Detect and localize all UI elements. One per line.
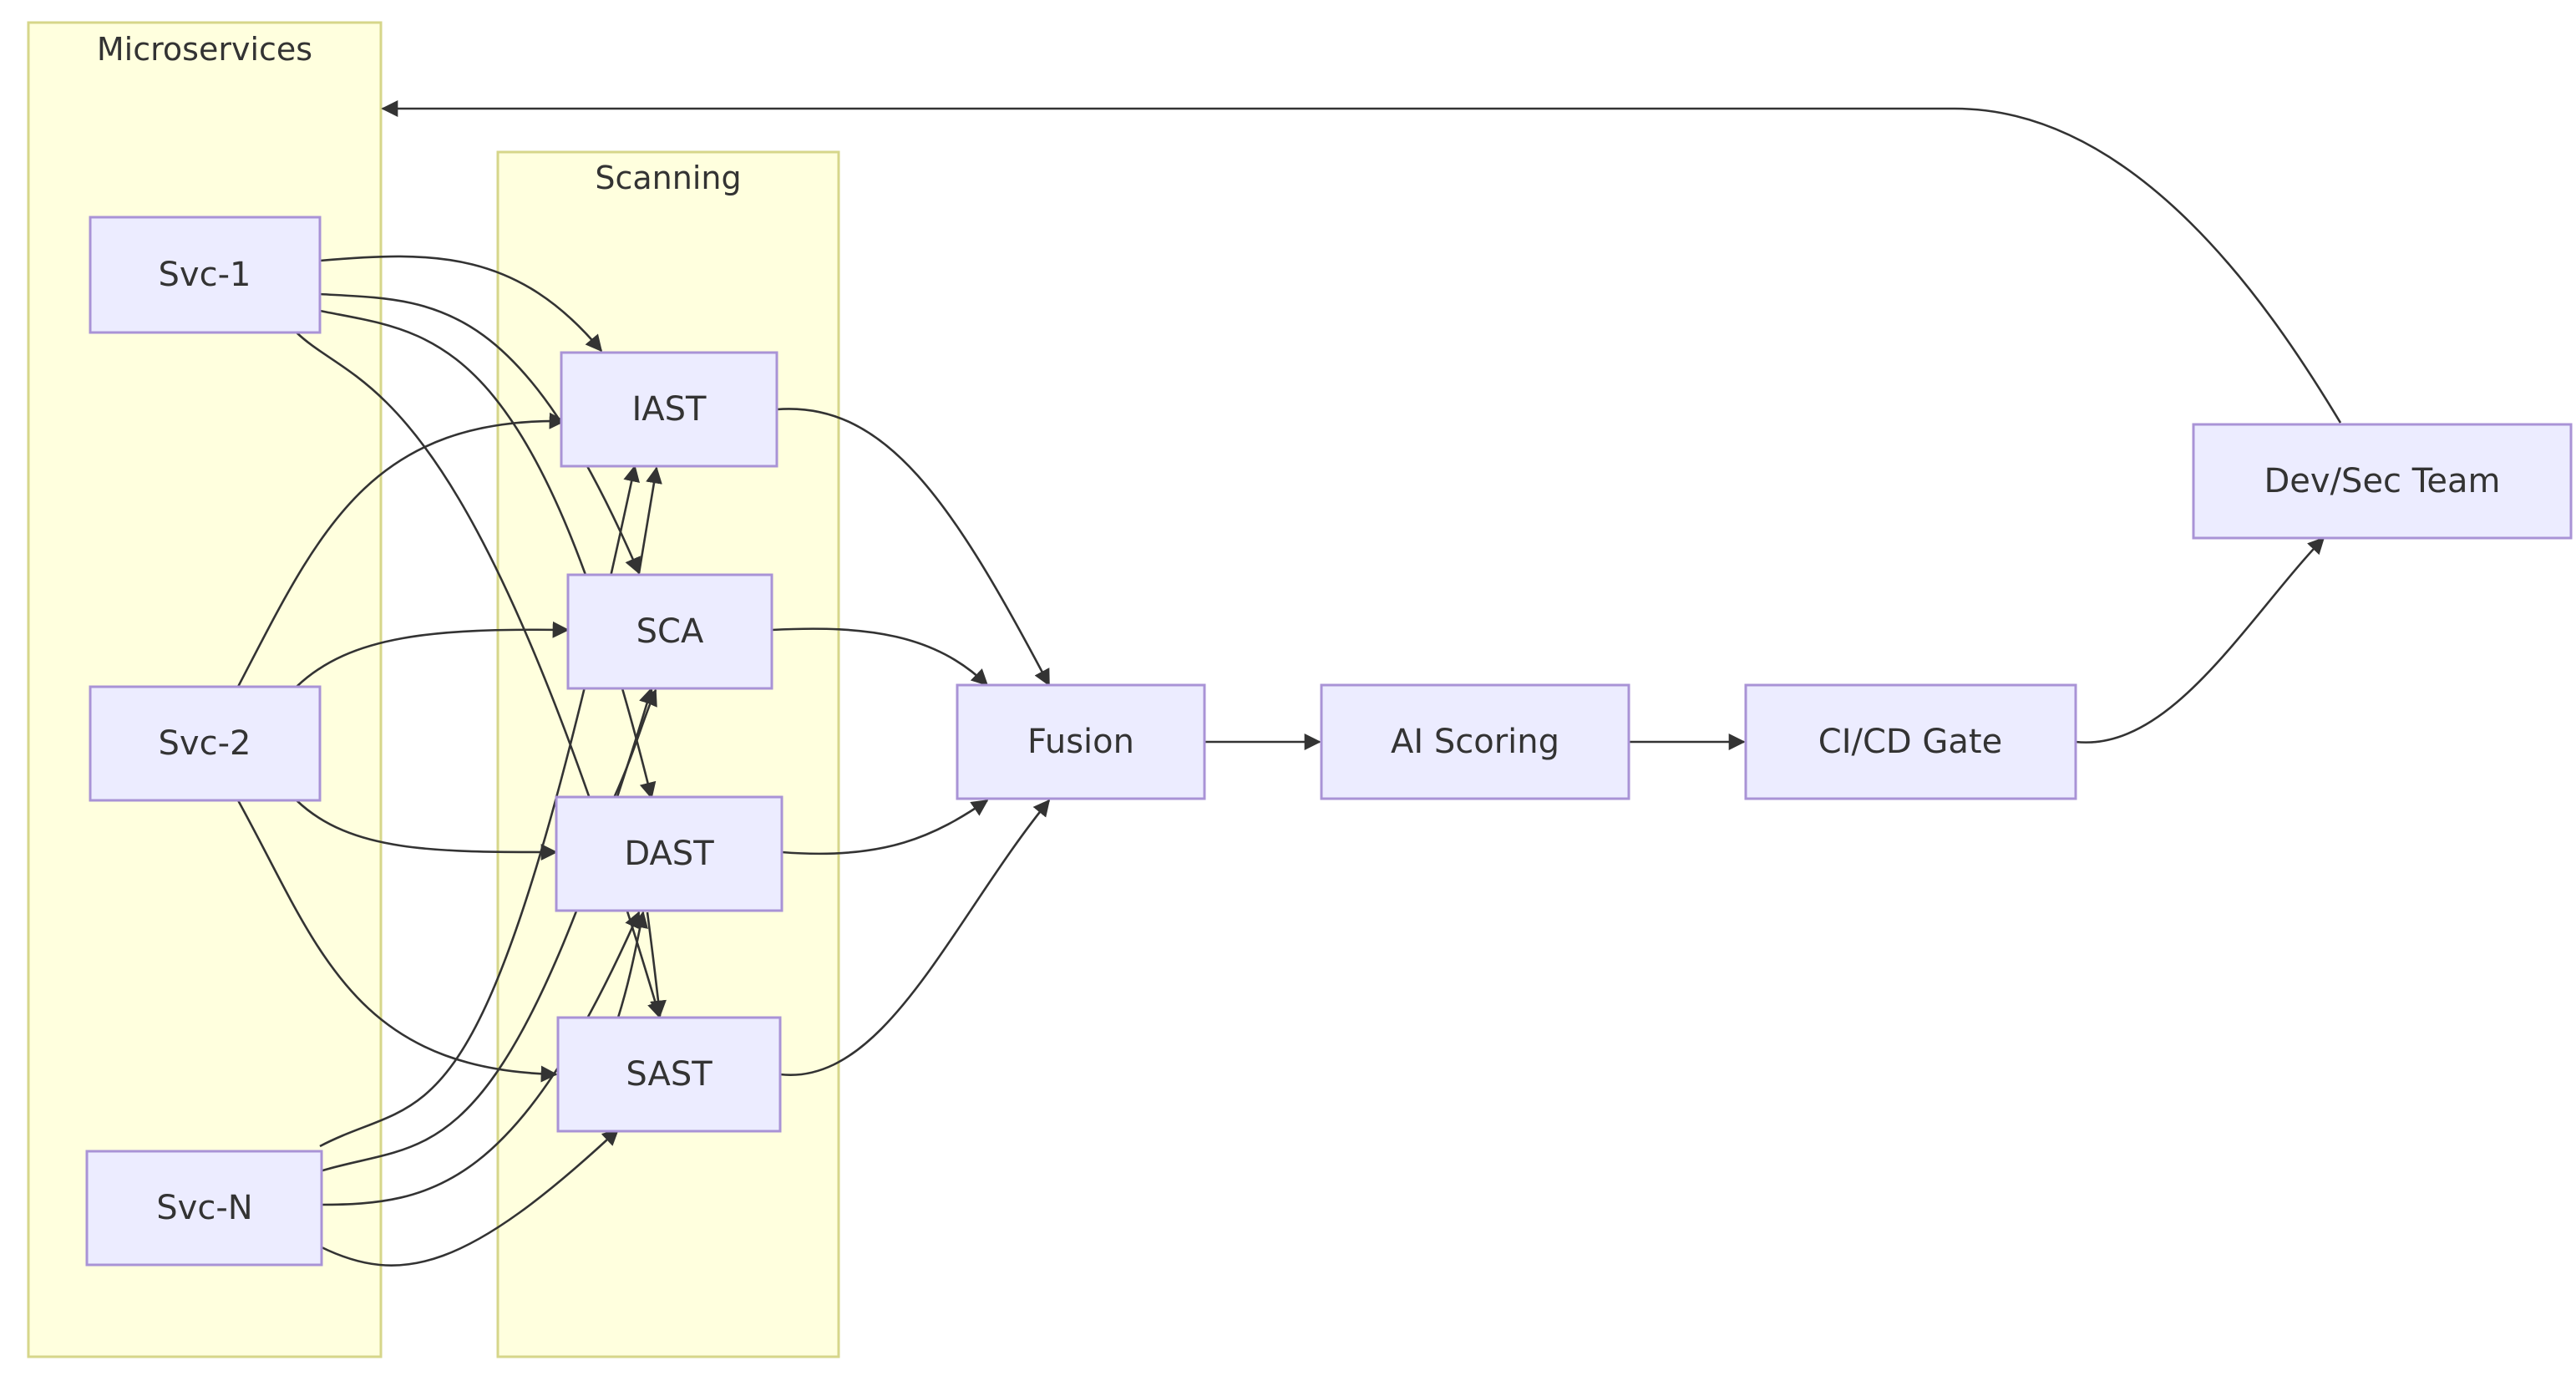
node-dast-label: DAST	[624, 835, 714, 873]
node-fusion[interactable]: Fusion	[956, 683, 1206, 800]
node-svc-n[interactable]: Svc-N	[85, 1150, 323, 1267]
edge-sast-dast	[616, 911, 649, 1018]
node-sast-label: SAST	[626, 1055, 712, 1094]
node-dast[interactable]: DAST	[555, 795, 783, 912]
node-sca-label: SCA	[636, 612, 704, 651]
scanning-group-box	[496, 150, 840, 1358]
node-svc-2[interactable]: Svc-2	[89, 685, 322, 802]
edge-svc1-iast	[319, 255, 603, 353]
node-ai-scoring-label: AI Scoring	[1391, 723, 1559, 761]
node-svc-2-label: Svc-2	[159, 724, 251, 763]
edge-cicdgate-devsecteam	[2075, 536, 2325, 744]
edge-svc2-dast	[296, 800, 558, 861]
node-sast[interactable]: SAST	[556, 1016, 782, 1133]
node-devsec-team-label: Dev/Sec Team	[2264, 462, 2501, 500]
edge-iast-fusion	[776, 408, 1051, 687]
node-ai-scoring[interactable]: AI Scoring	[1320, 683, 1630, 800]
node-iast-label: IAST	[632, 390, 707, 429]
node-devsec-team[interactable]: Dev/Sec Team	[2192, 423, 2573, 540]
edge-svc1-sast	[296, 332, 664, 1019]
node-fusion-label: Fusion	[1027, 723, 1134, 761]
edge-svcn-sast	[319, 1128, 620, 1267]
edge-svc2-sast	[236, 800, 558, 1083]
node-sca[interactable]: SCA	[566, 573, 773, 690]
edge-sca-fusion	[771, 627, 989, 687]
node-svc-1[interactable]: Svc-1	[89, 216, 322, 334]
node-cicd-gate-label: CI/CD Gate	[1818, 723, 2002, 761]
edge-dast-fusion	[781, 799, 989, 855]
edge-sca-iast	[637, 466, 662, 574]
edge-sast-fusion	[779, 799, 1051, 1076]
node-cicd-gate[interactable]: CI/CD Gate	[1744, 683, 2077, 800]
node-svc-n-label: Svc-N	[156, 1189, 252, 1227]
node-svc-1-label: Svc-1	[159, 256, 251, 294]
edge-svc1-sca	[319, 292, 641, 575]
edge-dast-sast	[646, 911, 667, 1018]
node-iast[interactable]: IAST	[560, 351, 778, 468]
microservices-group-title: Microservices	[97, 31, 312, 68]
edge-devsecteam-microservices	[381, 100, 2342, 424]
edge-svcn-iast	[319, 465, 640, 1148]
edge-svc2-iast	[236, 412, 566, 688]
edge-svc2-sca	[296, 621, 570, 688]
edge-dast-sca	[612, 688, 657, 799]
scanning-group-title: Scanning	[595, 160, 741, 196]
edge-svcn-dast	[319, 911, 641, 1206]
scanning-group: Scanning	[496, 150, 840, 1358]
